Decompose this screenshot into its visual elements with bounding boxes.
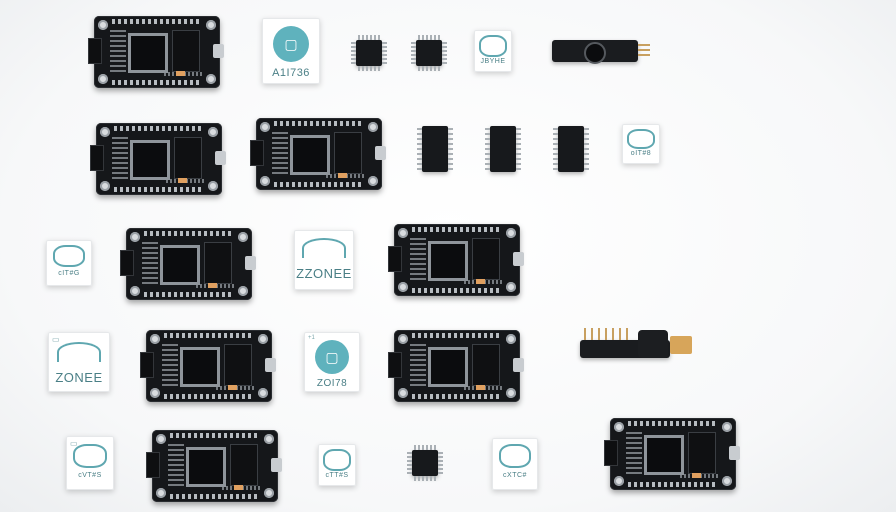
badge-logo-icon xyxy=(73,444,107,468)
label-card: ▢ A1I736 xyxy=(262,18,320,84)
card-label: ZZONEE xyxy=(296,266,352,281)
label-card: JBYHE xyxy=(474,30,512,72)
card-label: cIT#G xyxy=(58,270,80,277)
card-label: oIT#8 xyxy=(630,150,652,157)
rounded-square-logo-icon: ▢ xyxy=(315,340,349,374)
soic-chip xyxy=(485,126,521,172)
card-tiny-label: +1 xyxy=(308,335,315,341)
badge-logo-icon xyxy=(323,449,351,471)
label-card: cXTC# xyxy=(492,438,538,490)
dev-board xyxy=(604,418,740,490)
dev-board xyxy=(250,118,386,190)
label-card: oIT#8 xyxy=(622,124,660,164)
label-card: ▭ ZONEE xyxy=(48,332,110,392)
qfp-chip xyxy=(351,35,387,71)
dev-board xyxy=(140,330,276,402)
card-label: JBYHE xyxy=(480,58,506,65)
dev-board xyxy=(388,330,524,402)
label-card: +1 ▢ ZOI78 xyxy=(304,332,360,392)
usb-adapter xyxy=(580,328,692,358)
card-label: ZOI78 xyxy=(316,378,348,389)
card-label: ZONEE xyxy=(55,370,103,385)
badge-logo-icon xyxy=(479,35,507,57)
label-card: cIT#G xyxy=(46,240,92,286)
dev-board xyxy=(120,228,256,300)
usb-stick xyxy=(552,40,650,64)
badge-logo-icon xyxy=(499,444,531,468)
card-label: cXTC# xyxy=(503,472,527,479)
dev-board xyxy=(88,16,224,88)
rounded-square-logo-icon: ▢ xyxy=(273,26,309,62)
dev-board xyxy=(388,224,524,296)
soic-chip xyxy=(553,126,589,172)
arc-cloud-logo-icon xyxy=(302,238,346,258)
badge-logo-icon xyxy=(627,129,655,149)
dev-board xyxy=(90,123,226,195)
label-card: ZZONEE xyxy=(294,230,354,290)
label-card: ▭ cVT#S xyxy=(66,436,114,490)
card-label: cVT#S xyxy=(78,472,102,479)
card-label: cTT#S xyxy=(325,472,349,479)
qfp-chip xyxy=(407,445,443,481)
dev-board xyxy=(146,430,282,502)
label-card: cTT#S xyxy=(318,444,356,486)
soic-chip xyxy=(417,126,453,172)
card-label: A1I736 xyxy=(272,67,310,79)
qfp-chip xyxy=(411,35,447,71)
arc-cloud-logo-icon xyxy=(57,342,101,362)
badge-logo-icon xyxy=(53,245,85,267)
